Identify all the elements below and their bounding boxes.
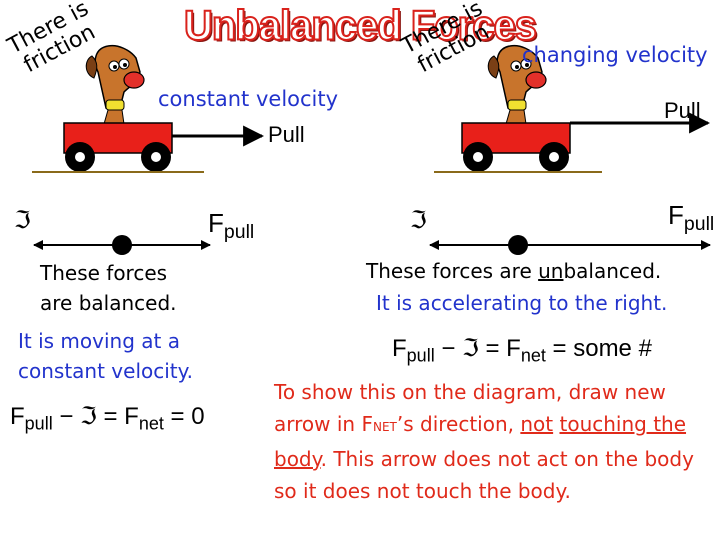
right-unbalanced-text: These forces are unbalanced. <box>366 259 662 283</box>
left-free-body-diagram <box>33 235 211 255</box>
left-equation: Fpull − ℑ = Fnet = 0 <box>10 402 205 434</box>
left-wagon-scene <box>32 44 265 173</box>
left-dog-icon <box>85 44 145 125</box>
left-friction-symbol: ℑ <box>14 206 31 234</box>
right-pull-force-label: Fpull <box>668 200 715 235</box>
left-balanced-text: These forces are balanced. <box>40 261 177 315</box>
right-dog-icon <box>487 44 547 125</box>
right-velocity-label: changing velocity <box>522 43 708 67</box>
left-pull-label: Pull <box>268 122 305 147</box>
right-free-body-diagram <box>429 235 711 255</box>
right-body-dot <box>508 235 528 255</box>
right-accelerating-text: It is accelerating to the right. <box>376 291 668 315</box>
right-equation: Fpull − ℑ = Fnet = some # <box>392 334 652 366</box>
left-velocity-label: constant velocity <box>158 87 339 111</box>
right-pull-label: Pull <box>664 98 701 123</box>
slide-title: Unbalanced Forces <box>183 2 538 50</box>
left-body-dot <box>112 235 132 255</box>
right-friction-symbol: ℑ <box>410 206 427 234</box>
instruction-text: To show this on the diagram, draw new ar… <box>274 380 694 503</box>
right-wagon-scene <box>434 44 711 173</box>
left-moving-text: It is moving at a constant velocity. <box>18 329 193 383</box>
left-pull-force-label: Fpull <box>208 208 255 243</box>
